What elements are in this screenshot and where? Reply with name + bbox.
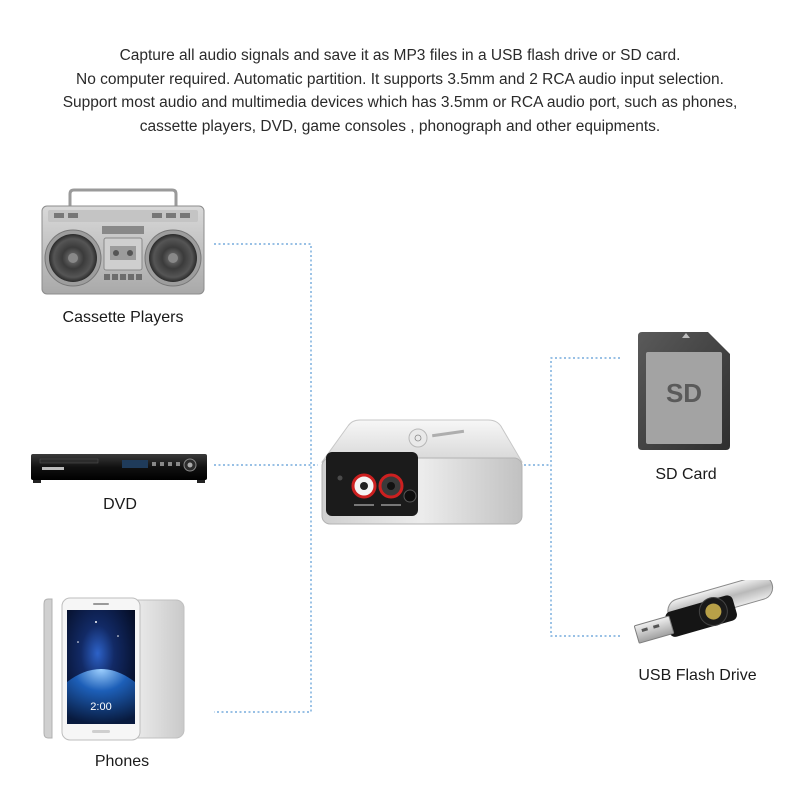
cassette-connector [214, 243, 312, 713]
output-connector [550, 357, 620, 637]
description-line: No computer required. Automatic partitio… [76, 70, 724, 88]
sd-card-label: SD Card [655, 466, 717, 483]
cassette-player-image [41, 188, 205, 295]
phones-label: Phones [94, 753, 150, 770]
usb-flash-drive-image [634, 580, 774, 644]
sd-card-logo-text: SD [666, 378, 702, 408]
phones-image: 2:00 [43, 597, 185, 741]
description-line: Capture all audio signals and save it as… [119, 47, 681, 64]
sd-card-image: SD [638, 332, 730, 450]
cassette-players-label: Cassette Players [62, 309, 184, 326]
description-line: Support most audio and multimedia device… [62, 94, 738, 111]
audio-recorder-image [321, 419, 523, 525]
usb-flash-drive-label: USB Flash Drive [638, 667, 757, 684]
description-text: Capture all audio signals and save it as… [0, 44, 800, 138]
phone-clock: 2:00 [90, 701, 111, 713]
dvd-label: DVD [103, 496, 137, 513]
description-line: cassette players, DVD, game consoles , p… [139, 117, 661, 135]
dvd-player-image [31, 454, 207, 483]
